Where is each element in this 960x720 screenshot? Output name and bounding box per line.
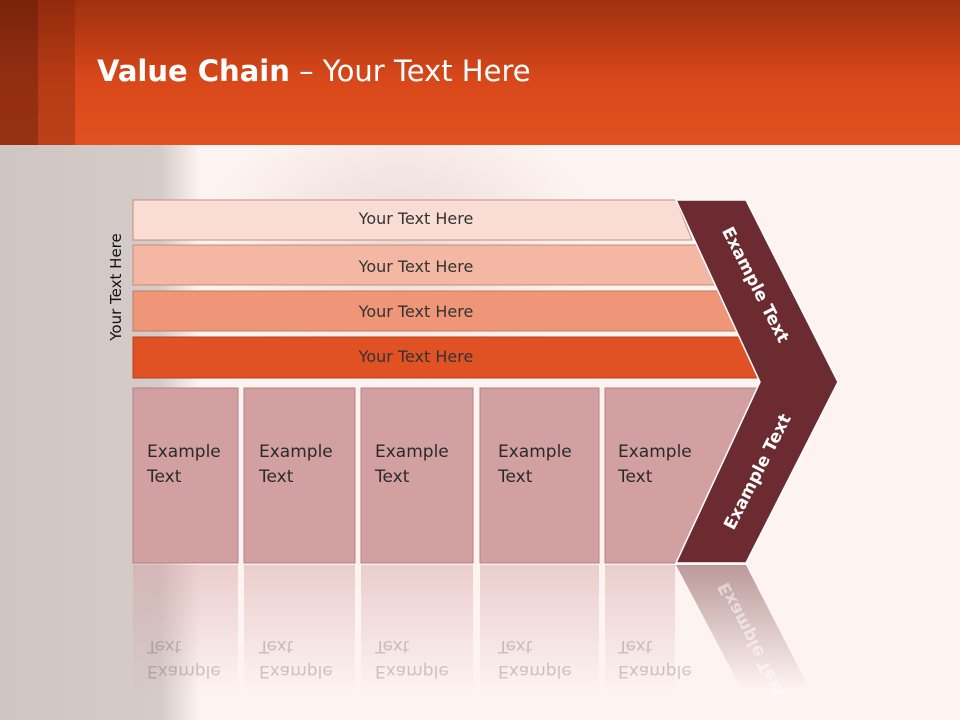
box-3: [360, 387, 474, 564]
box-3-line1: Example: [375, 442, 449, 462]
box-4-line2: Text: [498, 467, 533, 487]
bar-1: [132, 199, 693, 241]
bar-2-label: Your Text Here: [358, 257, 474, 276]
chevron-reflection: [676, 565, 810, 690]
title-rest: – Your Text Here: [289, 54, 531, 88]
box-4-reflection-line1: Example: [498, 661, 572, 681]
box-3-reflection-label: Example Text: [375, 633, 449, 683]
bar-1-label: Your Text Here: [358, 209, 474, 228]
box-3-reflection: [361, 565, 473, 695]
header-bar: Value Chain – Your Text Here: [0, 0, 960, 145]
box-4-reflection-line2: Text: [498, 636, 533, 656]
box-3-reflection-line2: Text: [375, 636, 410, 656]
box-5-reflection-line2: Text: [618, 636, 653, 656]
box-4-line1: Example: [498, 442, 572, 462]
box-4-reflection-label: Example Text: [498, 633, 572, 683]
box-5-reflection-label: Example Text: [618, 633, 692, 683]
box-3-line2: Text: [375, 467, 410, 487]
box-1-line1: Example: [147, 442, 221, 462]
slide-title: Value Chain – Your Text Here: [97, 54, 531, 88]
box-2-reflection-label: Example Text: [259, 633, 333, 683]
box-4: [479, 387, 600, 564]
header-accent-mid: [38, 0, 75, 145]
box-2-line1: Example: [259, 442, 333, 462]
bar-3-label: Your Text Here: [358, 302, 474, 321]
box-1-reflection-line2: Text: [147, 636, 182, 656]
box-1-line2: Text: [147, 467, 182, 487]
box-3-reflection-line1: Example: [375, 661, 449, 681]
box-5-line1: Example: [618, 442, 692, 462]
box-1: [132, 387, 239, 564]
box-5-reflection-line1: Example: [618, 661, 692, 681]
header-accent-dark: [0, 0, 38, 145]
chevron: [674, 199, 839, 564]
box-2: [243, 387, 356, 564]
box-2-reflection: [244, 565, 355, 695]
title-bold: Value Chain: [97, 54, 290, 88]
box-5-line2: Text: [618, 467, 653, 487]
box-1-reflection-label: Example Text: [147, 633, 221, 683]
box-1-reflection: [133, 565, 238, 695]
box-2-reflection-line2: Text: [259, 636, 294, 656]
box-5-reflection: [605, 565, 675, 695]
bar-4-label: Your Text Here: [358, 347, 474, 366]
box-2-reflection-line1: Example: [259, 661, 333, 681]
box-4-reflection: [480, 565, 599, 695]
box-2-line2: Text: [259, 467, 294, 487]
box-1-reflection-line1: Example: [147, 661, 221, 681]
